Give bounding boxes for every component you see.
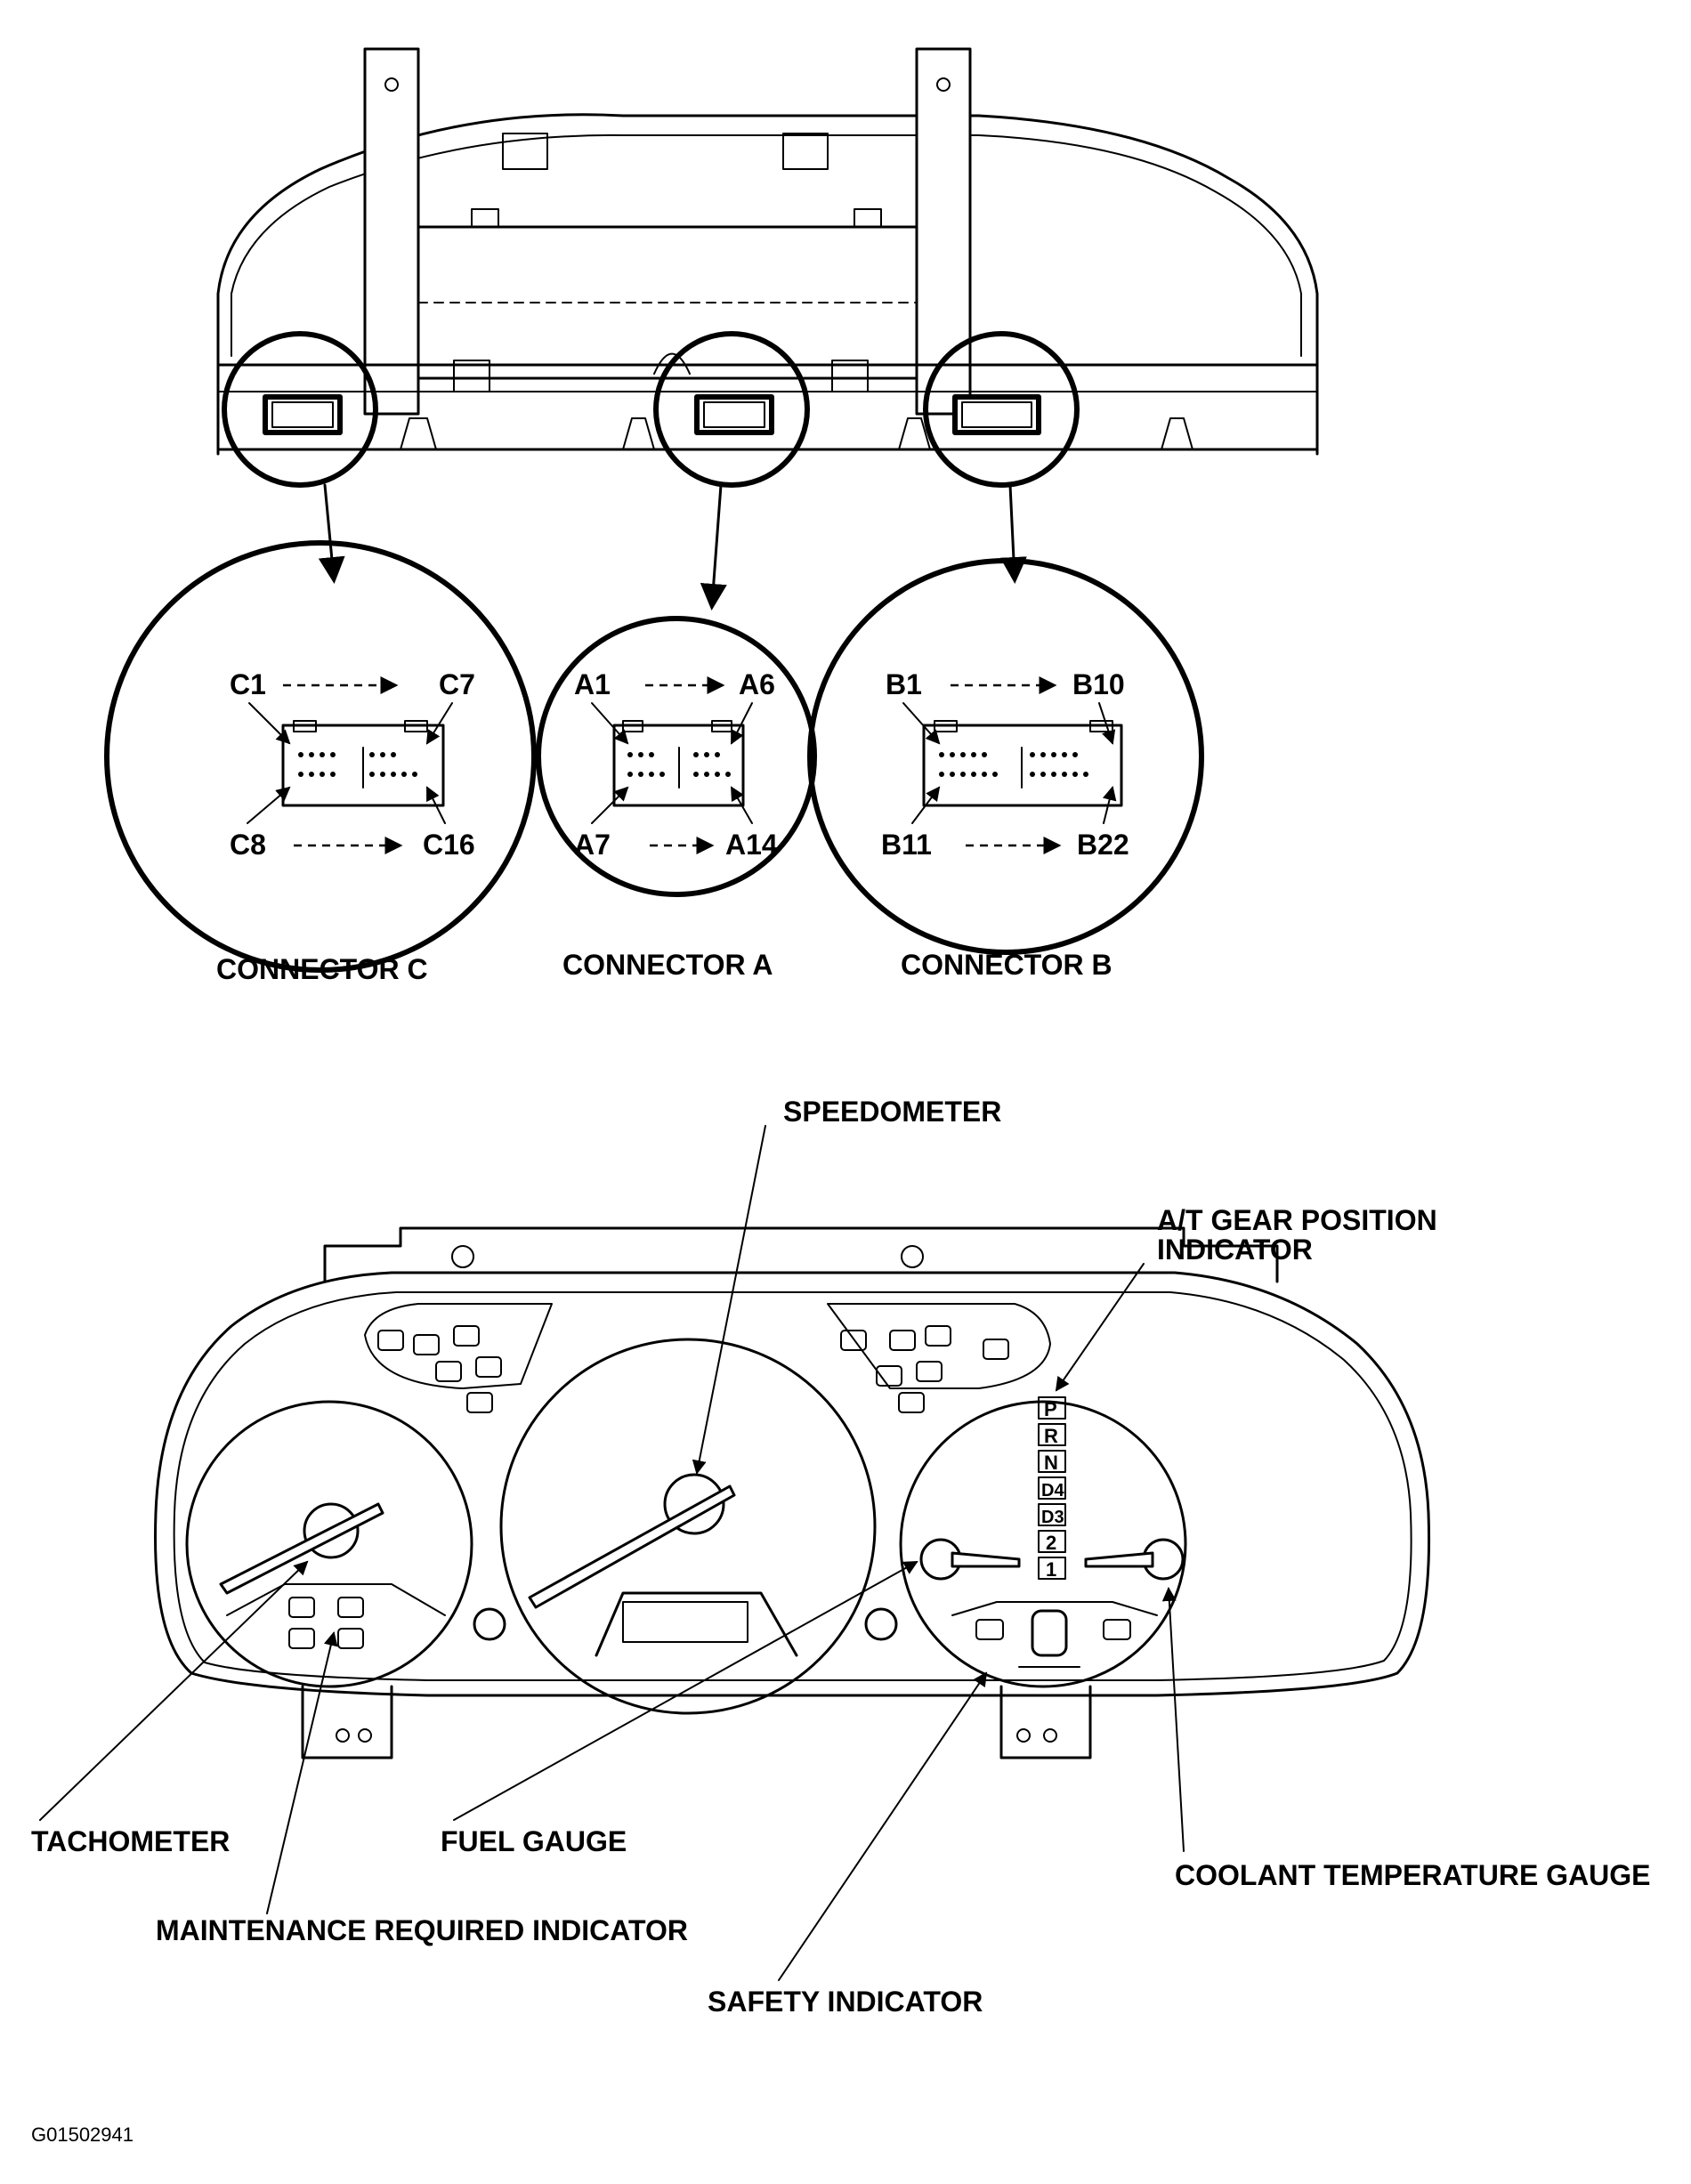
fuel-gauge-label: FUEL GAUGE bbox=[441, 1825, 627, 1857]
gear-n: N bbox=[1044, 1452, 1058, 1474]
connector-a-name: CONNECTOR A bbox=[562, 949, 773, 981]
safety-indicator-icon bbox=[1031, 1609, 1068, 1657]
connector-c-arrow bbox=[318, 483, 345, 584]
b-bottom-left-label: B11 bbox=[881, 829, 932, 861]
speedometer-label: SPEEDOMETER bbox=[783, 1096, 1001, 1128]
speedometer-leader bbox=[692, 1125, 766, 1475]
gear-2: 2 bbox=[1046, 1532, 1056, 1554]
maintenance-indicator-leader bbox=[266, 1631, 338, 1914]
connector-c-callout-circle bbox=[222, 331, 378, 488]
maintenance-indicator-label: MAINTENANCE REQUIRED INDICATOR bbox=[156, 1914, 688, 1946]
figure-id: G01502941 bbox=[31, 2123, 134, 2146]
connector-c-pin-grid bbox=[298, 752, 417, 777]
connector-b-name: CONNECTOR B bbox=[901, 949, 1112, 981]
speedometer-dial bbox=[499, 1338, 877, 1715]
tachometer-dial bbox=[185, 1400, 473, 1688]
b-bottom-right-label: B22 bbox=[1077, 829, 1129, 861]
coolant-gauge-label: COOLANT TEMPERATURE GAUGE bbox=[1175, 1859, 1651, 1891]
connector-c-name: CONNECTOR C bbox=[216, 953, 428, 985]
gear-1: 1 bbox=[1046, 1558, 1056, 1581]
connector-a-pin-grid bbox=[627, 752, 731, 777]
gear-p: P bbox=[1044, 1398, 1057, 1420]
connector-b-pin-grid bbox=[939, 752, 1088, 777]
connector-b-detail: B1 B10 B11 B22 bbox=[807, 558, 1204, 955]
c-top-right-label: C7 bbox=[439, 668, 475, 700]
a-bottom-left-label: A7 bbox=[574, 829, 611, 861]
cluster-rear-view bbox=[216, 47, 1319, 611]
connector-a-callout-circle bbox=[653, 331, 810, 488]
b-top-right-label: B10 bbox=[1072, 668, 1125, 700]
gear-d4: D4 bbox=[1041, 1481, 1064, 1500]
gear-d3: D3 bbox=[1041, 1508, 1064, 1527]
connector-a-arrow bbox=[700, 483, 727, 611]
connector-b-callout-circle bbox=[923, 331, 1080, 488]
fuel-gauge-leader bbox=[453, 1561, 918, 1821]
coolant-gauge-leader bbox=[1161, 1587, 1185, 1852]
c-top-left-label: C1 bbox=[230, 668, 266, 700]
a-bottom-right-label: A14 bbox=[725, 829, 778, 861]
safety-indicator-leader bbox=[778, 1671, 988, 1981]
c-bottom-right-label: C16 bbox=[423, 829, 475, 861]
connector-b-arrow bbox=[999, 483, 1027, 584]
leader-lines bbox=[39, 1125, 1185, 1981]
tachometer-label: TACHOMETER bbox=[31, 1825, 230, 1857]
a-top-left-label: A1 bbox=[574, 668, 611, 700]
b-top-left-label: B1 bbox=[886, 668, 922, 700]
gear-indicator-leader bbox=[1055, 1263, 1145, 1392]
gear-r: R bbox=[1044, 1425, 1058, 1447]
gear-indicator-label-line1: A/T GEAR POSITION bbox=[1157, 1204, 1437, 1236]
cluster-front-view: P R N D4 D3 2 1 bbox=[154, 1226, 1431, 1759]
connector-c-detail: C1 C7 C8 C16 bbox=[104, 540, 537, 973]
a-top-right-label: A6 bbox=[739, 668, 775, 700]
right-gauge-dial bbox=[899, 1400, 1187, 1688]
gear-position-stack: P R N D4 D3 2 1 bbox=[1038, 1396, 1066, 1581]
gear-indicator-label-line2: INDICATOR bbox=[1157, 1234, 1313, 1266]
tachometer-leader bbox=[39, 1560, 309, 1821]
safety-indicator-label: SAFETY INDICATOR bbox=[708, 1986, 983, 2018]
c-bottom-left-label: C8 bbox=[230, 829, 266, 861]
connector-a-detail: A1 A6 A7 A14 bbox=[536, 616, 817, 897]
